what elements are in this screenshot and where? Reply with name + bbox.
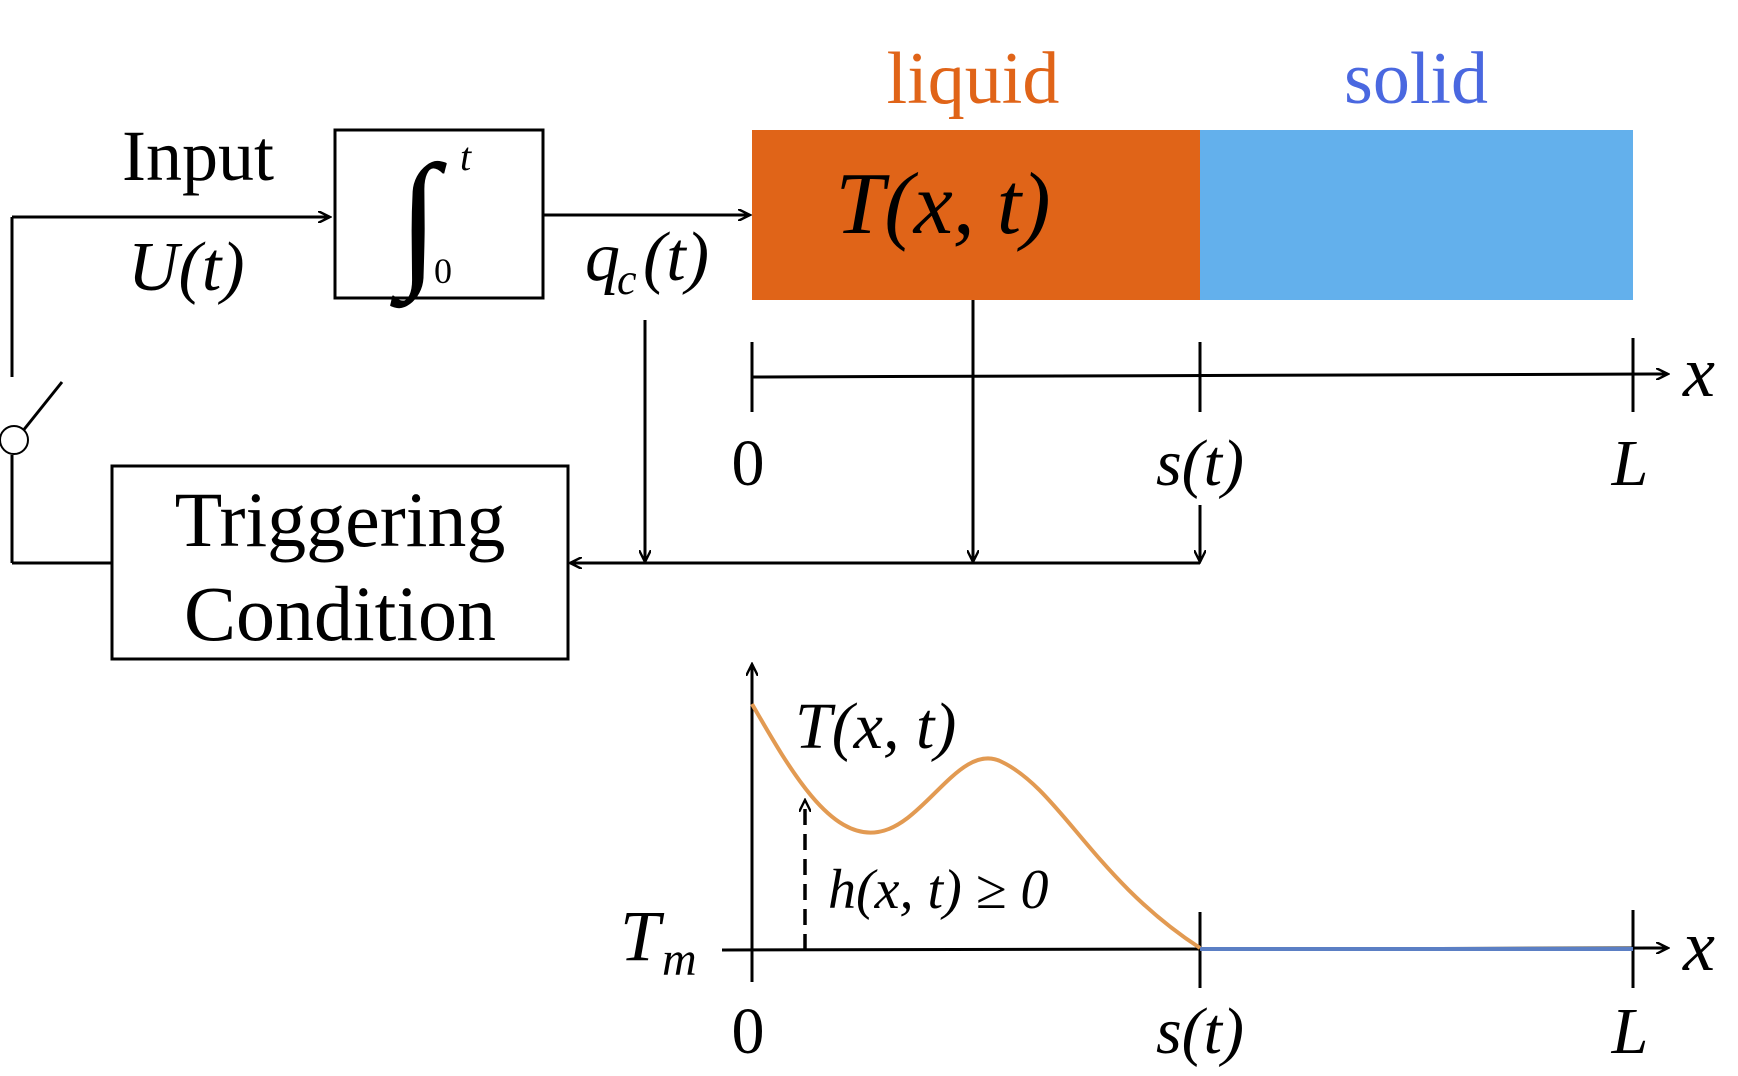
switch-lever	[20, 381, 64, 433]
liquid-label: liquid	[887, 38, 1060, 120]
input-signal-label: U(t)	[128, 229, 245, 306]
temperature-profile-curve	[750, 703, 1202, 950]
top-tick-interface-label: s(t)	[1156, 427, 1244, 500]
integral-lower-limit: 0	[434, 251, 452, 291]
top-tick-end-label: L	[1611, 427, 1649, 500]
control-output-label: q c (t)	[585, 219, 709, 304]
trigger-label-line1: Triggering	[175, 476, 506, 563]
integral-sign: ∫	[390, 135, 447, 309]
top-axis-line	[751, 374, 1668, 377]
solid-label: solid	[1344, 38, 1488, 120]
melting-temperature-subscript: m	[662, 933, 697, 986]
control-output-argument: (t)	[643, 219, 709, 296]
input-label: Input	[122, 116, 274, 196]
melting-temperature-symbol: T	[620, 896, 665, 976]
switch-contact-icon	[0, 425, 29, 455]
bottom-axis-var-label: x	[1682, 906, 1715, 986]
control-output-subscript: c	[617, 255, 637, 304]
top-x-axis	[750, 338, 1668, 412]
feedback-wiring	[10, 215, 1200, 563]
top-tick-origin-label: 0	[732, 427, 765, 500]
control-output-symbol: q	[585, 219, 620, 296]
bottom-tick-interface-label: s(t)	[1156, 995, 1244, 1068]
curve-temperature-label: T(x, t)	[795, 690, 956, 763]
h-nonnegative-label: h(x, t) ≥ 0	[828, 859, 1048, 921]
trigger-label-line2: Condition	[184, 570, 496, 657]
top-axis-var-label: x	[1682, 332, 1715, 412]
temperature-field-label: T(x, t)	[835, 156, 1050, 253]
liquid-region	[752, 130, 1200, 300]
bottom-tick-end-label: L	[1611, 995, 1649, 1068]
integrator-block	[333, 128, 545, 300]
solid-region	[1200, 130, 1633, 300]
melting-temperature-label: T m	[620, 896, 697, 986]
bottom-tick-origin-label: 0	[732, 995, 765, 1068]
triggering-condition-block	[110, 464, 570, 661]
integral-upper-limit: t	[460, 134, 472, 179]
